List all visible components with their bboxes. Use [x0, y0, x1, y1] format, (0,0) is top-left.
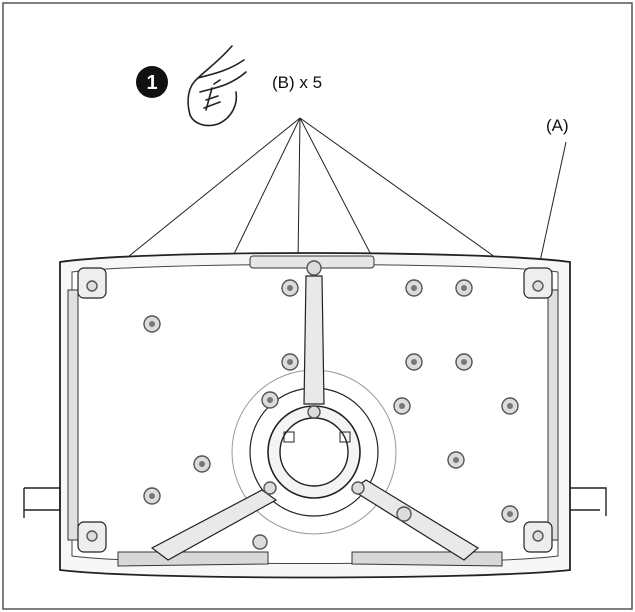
bottom-slot-right: [351, 551, 503, 567]
part-a-label: (A): [546, 116, 569, 135]
right-bracket: [570, 487, 607, 516]
step-number: 1: [146, 72, 157, 94]
hub-struts: [150, 275, 480, 561]
screw-count-label: (B) x 5: [272, 73, 322, 92]
left-bracket: [23, 487, 61, 518]
leader-line-a: [535, 141, 567, 281]
step-number-badge: 1: [136, 66, 168, 98]
screw-boss-centers: [149, 285, 513, 517]
bottom-slot-left: [117, 551, 269, 567]
right-rail: [547, 289, 559, 541]
left-rail: [67, 289, 79, 541]
hand-screwdriver-icon: [187, 45, 247, 127]
center-hub: [231, 369, 397, 535]
